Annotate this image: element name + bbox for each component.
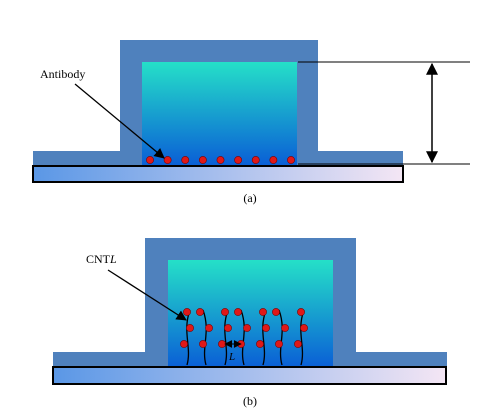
cnt-antibody-dot bbox=[297, 308, 305, 316]
antibody-dot bbox=[146, 156, 154, 164]
cnt-antibody-dot bbox=[262, 324, 270, 332]
antibody-dot bbox=[251, 156, 260, 164]
cnt-antibody-dot bbox=[224, 324, 232, 332]
panel-a: Antibody (a) bbox=[32, 40, 470, 205]
cnt-label: CNTL bbox=[86, 252, 117, 266]
antibody-label: Antibody bbox=[40, 67, 85, 81]
cnt-strand bbox=[278, 309, 283, 366]
spacing-label: L bbox=[228, 351, 235, 363]
cnt-antibody-dot bbox=[259, 308, 267, 316]
cnt-antibody-dot bbox=[205, 324, 213, 332]
cnt-antibody-dot bbox=[272, 308, 280, 316]
cnt-antibody-dot bbox=[234, 308, 242, 316]
antibody-dot bbox=[198, 156, 207, 164]
panel-a-caption: (a) bbox=[243, 191, 256, 205]
antibody-pointer-arrow bbox=[74, 83, 165, 159]
antibody-row bbox=[146, 156, 295, 164]
cnt-antibody-dot bbox=[218, 340, 226, 348]
cnt-antibody-dot bbox=[186, 324, 194, 332]
cnt-antibody-dot bbox=[199, 340, 207, 348]
antibody-dot bbox=[234, 156, 243, 164]
cnt-strand bbox=[240, 309, 245, 366]
antibody-dot bbox=[181, 156, 190, 164]
substrate-b bbox=[52, 366, 447, 385]
antibody-dot bbox=[287, 156, 295, 164]
antibody-dot bbox=[269, 156, 278, 164]
cnt-antibody-dot bbox=[180, 340, 188, 348]
cnt-antibody-dot bbox=[281, 324, 289, 332]
cnt-antibody-dot bbox=[243, 324, 251, 332]
cnt-strand bbox=[202, 309, 207, 366]
cnt-antibody-dot bbox=[275, 340, 283, 348]
cnt-label-prefix: CNT bbox=[86, 252, 111, 266]
cnt-antibody-dot bbox=[196, 308, 204, 316]
substrate-a bbox=[32, 165, 404, 183]
antibody-dot bbox=[216, 156, 225, 164]
cnt-pointer-arrow bbox=[107, 269, 187, 321]
cnt-antibody-dot bbox=[221, 308, 229, 316]
chamber-a bbox=[142, 62, 297, 165]
panel-b: CNTL L (b) bbox=[52, 238, 447, 408]
cnt-antibody-dot bbox=[183, 308, 191, 316]
panel-b-caption: (b) bbox=[243, 394, 257, 408]
cnt-antibody-dot bbox=[294, 340, 302, 348]
chamber-b bbox=[168, 260, 333, 367]
cnt-label-suffix: L bbox=[109, 252, 117, 266]
antibody-dot bbox=[163, 156, 172, 164]
cnt-antibody-dot bbox=[256, 340, 264, 348]
cnt-antibody-dot bbox=[300, 324, 308, 332]
